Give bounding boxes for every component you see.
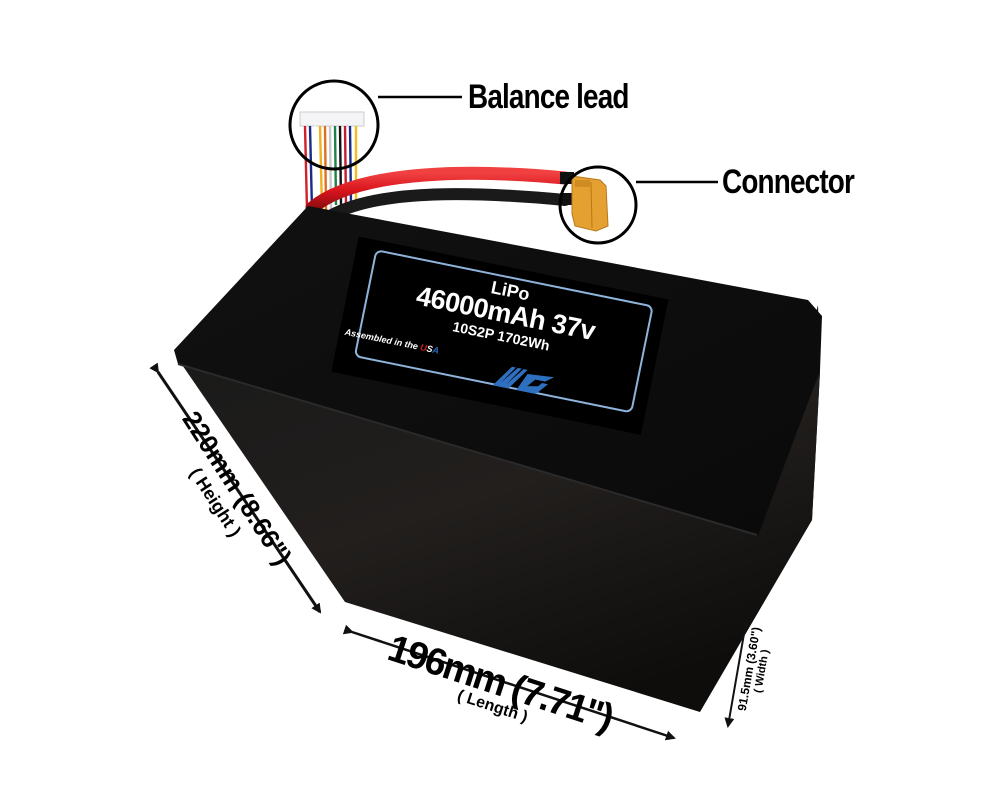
connector-highlight-circle <box>558 165 638 245</box>
battery-front-face <box>176 356 820 712</box>
brand-logo-mark-icon <box>492 366 555 394</box>
balance-lead-highlight-circle <box>288 79 380 171</box>
length-dimension-arrow <box>342 624 676 741</box>
battery-label-text-group: LiPo 46000mAh 37v 10S2P 1702Wh Assembled… <box>341 234 663 431</box>
balance-lead-callout <box>288 79 462 171</box>
label-background <box>331 236 669 435</box>
connector-callout <box>558 165 718 245</box>
label-assembled-in-usa: Assembled in the USA <box>344 327 440 356</box>
brand-logo: MA <box>483 361 561 407</box>
xt-connector <box>571 175 609 232</box>
power-wires <box>305 166 574 222</box>
usa-letter-a: A <box>431 344 441 356</box>
height-dimension-arrow <box>149 362 322 614</box>
balance-plug-housing <box>299 111 365 127</box>
balance-lead-callout-label: Balance lead <box>468 78 629 116</box>
assembled-prefix: Assembled in the <box>343 326 422 352</box>
width-dimension-arrow <box>724 619 752 728</box>
label-border <box>354 250 653 413</box>
connector-callout-label: Connector <box>722 163 855 201</box>
battery-label <box>331 236 669 435</box>
